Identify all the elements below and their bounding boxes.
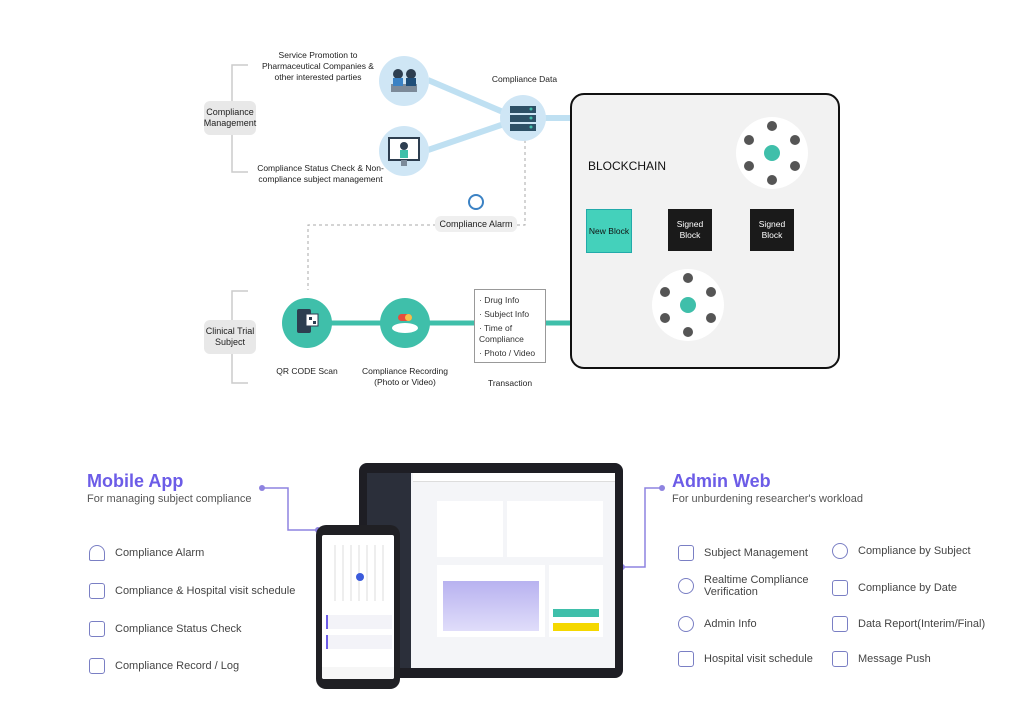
- record-icon: [89, 658, 105, 674]
- qr-scan-icon: [282, 298, 332, 348]
- id-card-icon: [678, 545, 694, 561]
- bar-chart-icon: [832, 580, 848, 596]
- transaction-item: · Subject Info: [479, 309, 530, 319]
- signed-block-1: Signed Block: [668, 209, 712, 251]
- server-icon: [500, 95, 546, 141]
- transaction-box: · Drug Info · Subject Info · Time of Com…: [474, 289, 546, 363]
- transaction-item: · Drug Info: [479, 295, 520, 305]
- admin-web-title: Admin Web: [672, 471, 771, 491]
- pie-chart-icon: [832, 543, 848, 559]
- admin-feature-item: Realtime Compliance Verification: [678, 574, 814, 598]
- admin-feature-item: Subject Management: [678, 545, 808, 561]
- compliance-recording-label: Compliance Recording (Photo or Video): [362, 366, 448, 387]
- admin-feature-item: Data Report(Interim/Final): [832, 616, 985, 632]
- blockchain-title: BLOCKCHAIN: [588, 159, 667, 173]
- admin-feature-item: Message Push: [832, 651, 931, 667]
- mobile-feature-item: Compliance Status Check: [89, 621, 242, 637]
- doctor-monitor-icon: [379, 126, 429, 176]
- compliance-data-label: Compliance Data: [491, 74, 558, 84]
- alarm-clock-icon: [468, 194, 484, 210]
- service-promotion-label: Service Promotion to Pharmaceutical Comp…: [262, 50, 374, 82]
- clock-check-icon: [678, 578, 694, 594]
- mobile-app-phone-mockup: [316, 525, 400, 689]
- mobile-feature-item: Compliance Alarm: [89, 545, 204, 561]
- calendar-icon: [89, 583, 105, 599]
- gears-icon: [678, 616, 694, 632]
- admin-dashboard-screenshot: [367, 473, 615, 668]
- network-nodes-icon: [652, 269, 724, 341]
- new-block: New Block: [586, 209, 632, 253]
- qr-code-scan-label: QR CODE Scan: [276, 366, 338, 376]
- envelope-icon: [832, 651, 848, 667]
- mobile-app-subtitle: For managing subject compliance: [87, 493, 252, 505]
- admin-web-laptop-mockup: [359, 463, 623, 678]
- blockchain-panel: BLOCKCHAIN New Block Signed Block Signed…: [570, 93, 840, 369]
- mobile-feature-item: Compliance & Hospital visit schedule: [89, 583, 295, 599]
- bell-icon: [89, 545, 105, 561]
- admin-feature-item: Compliance by Date: [832, 580, 957, 596]
- clinical-trial-subject-label: Clinical Trial Subject: [204, 320, 256, 354]
- compliance-alarm-label: Compliance Alarm: [435, 216, 517, 232]
- transaction-item: · Photo / Video: [479, 348, 536, 358]
- admin-feature-item: Compliance by Subject: [832, 543, 971, 559]
- mobile-feature-item: Compliance Record / Log: [89, 658, 239, 674]
- calendar-icon: [678, 651, 694, 667]
- admin-web-subtitle: For unburdening researcher's workload: [672, 493, 864, 505]
- signed-block-2: Signed Block: [750, 209, 794, 251]
- mobile-app-title: Mobile App: [87, 471, 184, 491]
- status-check-label: Compliance Status Check & Non-compliance…: [257, 163, 384, 184]
- transaction-label: Transaction: [487, 378, 533, 388]
- meeting-icon: [379, 56, 429, 106]
- report-icon: [832, 616, 848, 632]
- compliance-management-label: Compliance Management: [204, 101, 256, 135]
- mobile-calendar-screenshot: [322, 535, 394, 679]
- medicine-hand-icon: [380, 298, 430, 348]
- transaction-item: · Time of Compliance: [479, 323, 524, 344]
- network-nodes-icon: [736, 117, 808, 189]
- admin-feature-item: Hospital visit schedule: [678, 651, 813, 667]
- admin-feature-item: Admin Info: [678, 616, 757, 632]
- checklist-icon: [89, 621, 105, 637]
